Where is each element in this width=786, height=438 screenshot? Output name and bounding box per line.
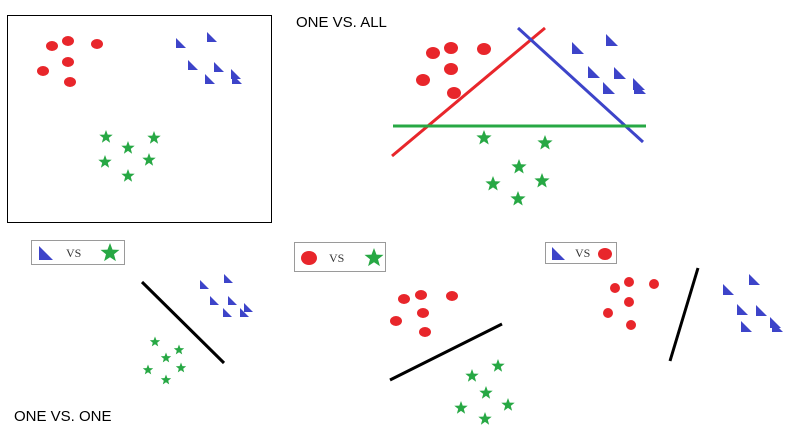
star-marker [537, 135, 553, 150]
circle-marker [610, 283, 620, 293]
triangle-marker [749, 274, 760, 285]
star-marker [175, 362, 187, 373]
star-marker [147, 131, 161, 144]
star-marker [142, 153, 156, 166]
triangle-marker [603, 82, 615, 94]
triangle-marker [606, 34, 618, 46]
circle-marker [444, 42, 458, 54]
triangle-marker [207, 32, 217, 42]
triangle-marker [772, 321, 783, 332]
legend-symbols [552, 247, 612, 260]
star-marker [142, 364, 154, 375]
title-one-vs-all: ONE VS. ALL [296, 14, 387, 31]
circle-marker [62, 36, 74, 46]
circle-marker [417, 308, 429, 318]
legend-vs-text: VS [66, 246, 82, 260]
legend-symbols [301, 248, 384, 267]
triangle-marker [741, 321, 752, 332]
star-marker [534, 173, 550, 188]
legend-vs-text: VS [329, 251, 345, 265]
circle-marker [446, 291, 458, 301]
circle-marker [649, 279, 659, 289]
circle-marker [62, 57, 74, 67]
star-marker [491, 359, 505, 372]
circle-marker [419, 327, 431, 337]
panel-border [7, 15, 272, 223]
triangle-icon [552, 247, 565, 260]
star-marker [479, 386, 493, 399]
boundary-line [389, 322, 503, 382]
circle-marker [444, 63, 458, 75]
legend-vs-text: VS [575, 246, 591, 260]
star-marker [476, 130, 492, 145]
circle-marker [37, 66, 49, 76]
star-marker [121, 141, 135, 154]
star-marker [510, 191, 526, 206]
triangle-marker [210, 296, 219, 305]
boundary-line [516, 26, 645, 144]
triangle-marker [200, 280, 209, 289]
circle-marker [626, 320, 636, 330]
star-icon [100, 243, 120, 262]
circle-marker [46, 41, 58, 51]
circle-marker [398, 294, 410, 304]
title-one-vs-one: ONE VS. ONE [14, 408, 112, 425]
star-marker [511, 159, 527, 174]
triangle-marker [224, 274, 233, 283]
circle-marker [447, 87, 461, 99]
circle-marker [624, 297, 634, 307]
star-marker [160, 352, 172, 363]
triangle-marker [588, 66, 600, 78]
triangle-marker [723, 284, 734, 295]
circle-marker [624, 277, 634, 287]
star-icon [364, 248, 384, 267]
star-marker [173, 344, 185, 355]
star-marker [478, 412, 492, 425]
triangle-marker [176, 38, 186, 48]
circle-marker [390, 316, 402, 326]
triangle-marker [614, 67, 626, 79]
triangle-marker [188, 60, 198, 70]
circle-marker [415, 290, 427, 300]
circle-marker [64, 77, 76, 87]
star-marker [454, 401, 468, 414]
boundary-line [668, 267, 700, 362]
star-marker [149, 336, 161, 347]
circle-icon [598, 248, 612, 260]
triangle-marker [223, 308, 232, 317]
triangle-marker [205, 74, 215, 84]
triangle-marker [228, 296, 237, 305]
circle-marker [416, 74, 430, 86]
triangle-marker [244, 303, 253, 312]
boundary-line [391, 26, 546, 158]
star-marker [501, 398, 515, 411]
triangle-marker [232, 74, 242, 84]
legend-triangle-vs-circle: VS [545, 242, 617, 264]
triangle-marker [214, 62, 224, 72]
circle-marker [426, 47, 440, 59]
legend-triangle-vs-star: VS [31, 240, 125, 265]
triangle-marker [572, 42, 584, 54]
star-marker [99, 130, 113, 143]
star-marker [160, 374, 172, 385]
triangle-marker [737, 304, 748, 315]
circle-marker [91, 39, 103, 49]
circle-marker [603, 308, 613, 318]
triangle-marker [756, 305, 767, 316]
triangle-icon [39, 246, 53, 260]
star-marker [98, 155, 112, 168]
triangle-marker [240, 308, 249, 317]
boundary-line [140, 280, 226, 365]
circle-icon [301, 251, 317, 265]
legend-circle-vs-star: VS [294, 242, 386, 272]
triangle-marker [634, 82, 646, 94]
star-marker [485, 176, 501, 191]
star-marker [121, 169, 135, 182]
legend-symbols [39, 243, 120, 262]
star-marker [465, 369, 479, 382]
circle-marker [477, 43, 491, 55]
